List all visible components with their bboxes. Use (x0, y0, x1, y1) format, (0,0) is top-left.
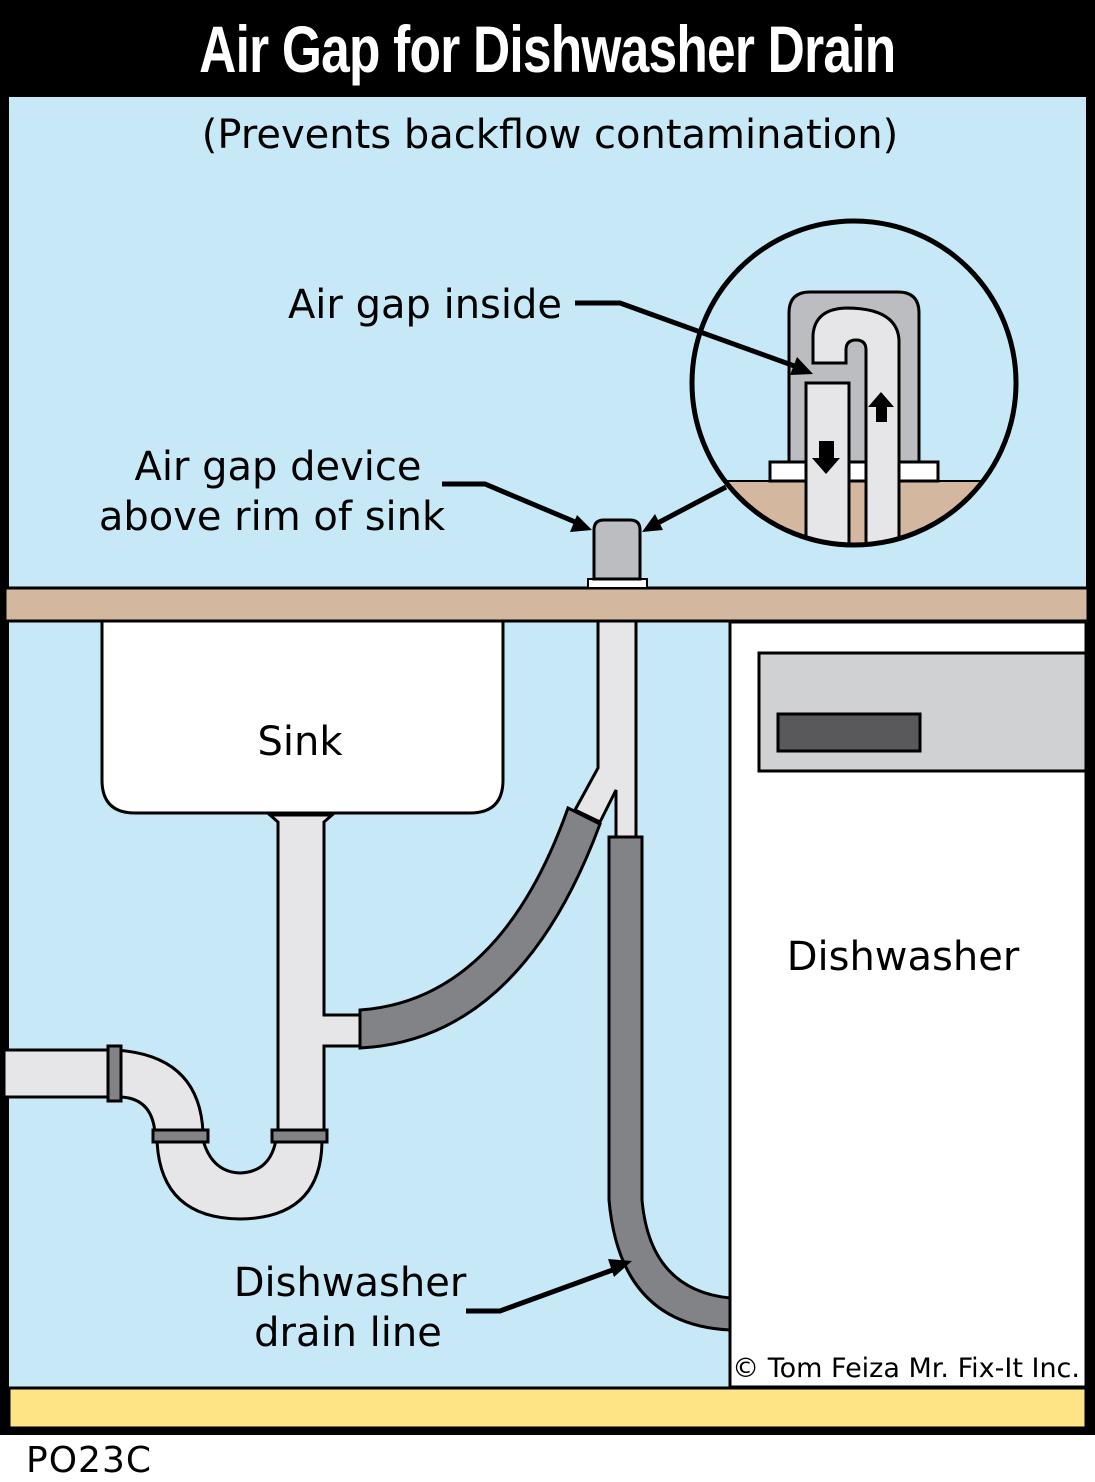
trap-coupling (151, 1128, 210, 1144)
trap-coupling (106, 1044, 123, 1103)
callout-air-gap-inside: Air gap inside (288, 282, 813, 375)
magnifier-ring (689, 218, 1019, 548)
air-gap-device (587, 518, 648, 589)
diagram-illustration: (Prevents backflow contamination) Dishwa… (2, 97, 1090, 1430)
dishwasher-label: Dishwasher (787, 934, 1020, 980)
arrow-head (608, 1259, 632, 1277)
inlet-pipe (811, 306, 901, 545)
arrow-head (642, 514, 663, 532)
arrow-head (570, 515, 592, 532)
flow-down-arrow (812, 441, 840, 474)
sink-basin (100, 613, 505, 815)
callout-drain-line: Dishwasher drain line (234, 1259, 632, 1356)
callout-air-gap-device: Air gap device above rim of sink (99, 444, 728, 540)
hose-to-sink (358, 805, 602, 1050)
subtitle: (Prevents backflow contamination) (202, 112, 898, 158)
air-gap-device-label-line1: Air gap device (134, 444, 421, 490)
countertop (3, 586, 1090, 623)
arrow-head (790, 357, 813, 375)
outlet-pipe (804, 381, 851, 545)
dishwasher-display (776, 712, 922, 753)
floor (7, 1386, 1088, 1430)
flow-up-arrow (868, 392, 894, 422)
title-bar: Air Gap for Dishwasher Drain (0, 0, 1095, 97)
trap-coupling (270, 1128, 329, 1144)
dishwasher-drain-hose (607, 835, 732, 1332)
air-gap-device-label-line2: above rim of sink (99, 494, 446, 540)
magnifier-leader-line (650, 484, 728, 529)
dishwasher-control-panel (757, 651, 1088, 773)
figure-code: PO23C (26, 1440, 152, 1481)
diagram-title: Air Gap for Dishwasher Drain (199, 11, 896, 86)
air-gap-inside-label: Air gap inside (288, 282, 562, 328)
sink: Sink (100, 613, 505, 815)
drain-line-label-line2: drain line (254, 1310, 442, 1356)
sink-label: Sink (257, 719, 343, 765)
dishwasher: Dishwasher © Tom Feiza Mr. Fix-It Inc. (728, 620, 1088, 1389)
copyright-text: © Tom Feiza Mr. Fix-It Inc. (732, 1353, 1080, 1384)
air-gap-detail-magnifier (689, 218, 1019, 548)
drain-line-label-line1: Dishwasher (234, 1260, 467, 1306)
p-trap (2, 1044, 329, 1221)
air-gap-outlet-pipe (572, 619, 638, 840)
